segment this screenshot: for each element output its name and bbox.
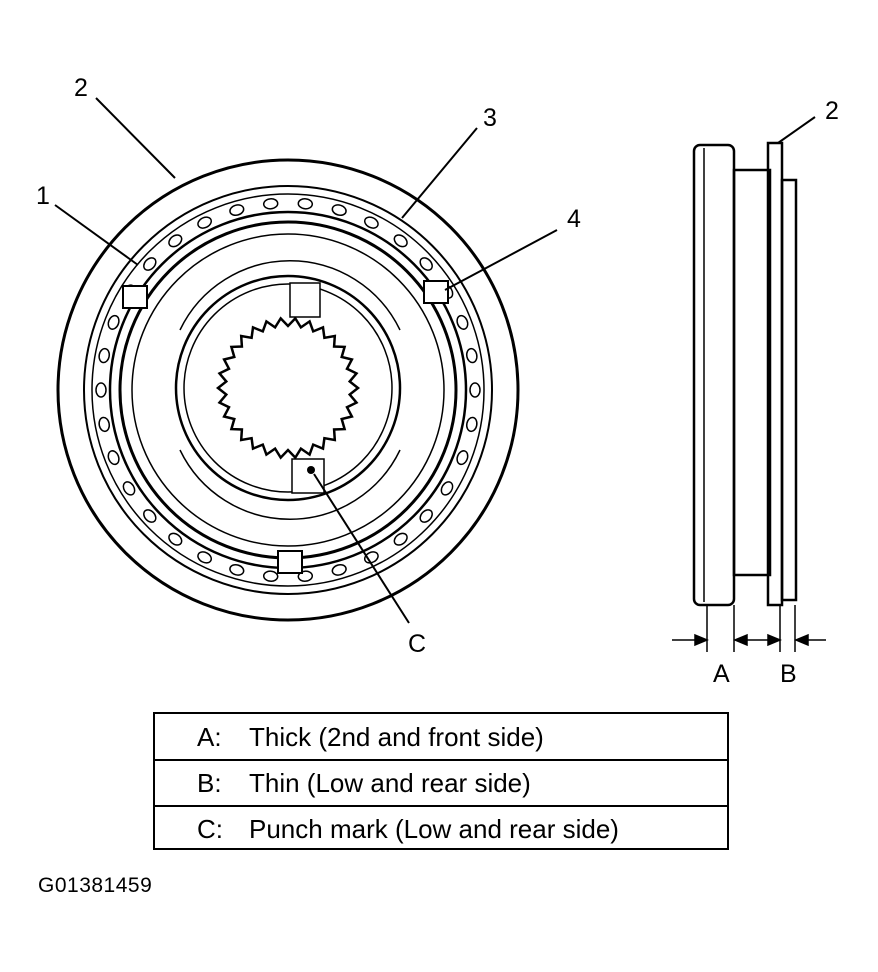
callout-2: 2 bbox=[74, 74, 88, 102]
dim-arrowhead-b-right bbox=[794, 633, 809, 647]
hub-flange-profile bbox=[780, 178, 798, 602]
synchronizer-tooth bbox=[168, 234, 183, 248]
shifting-key bbox=[423, 280, 449, 304]
synchronizer-tooth bbox=[143, 509, 157, 523]
shifting-keys bbox=[122, 280, 449, 574]
legend-row-b: B: Thin (Low and rear side) bbox=[155, 760, 727, 805]
dim-arrowhead-a-left bbox=[694, 633, 709, 647]
synchronizer-tooth bbox=[197, 216, 212, 229]
synchronizer-tooth bbox=[122, 481, 136, 496]
legend-text: Thin (Low and rear side) bbox=[249, 768, 531, 798]
synchronizer-tooth bbox=[107, 450, 120, 466]
leader-lines bbox=[54, 97, 816, 624]
callout-c: C bbox=[408, 630, 426, 658]
synchronizer-tooth bbox=[456, 314, 469, 330]
synchronizer-tooth bbox=[456, 450, 469, 466]
leader-2 bbox=[95, 97, 176, 179]
hub-boss-inner bbox=[183, 283, 393, 493]
legend-divider bbox=[155, 759, 727, 761]
synchronizer-tooth bbox=[95, 382, 107, 398]
leader-c bbox=[313, 473, 410, 624]
leader-4 bbox=[444, 229, 558, 291]
legend-key: A: bbox=[197, 722, 222, 752]
synchronizer-tooth bbox=[465, 347, 478, 364]
hub-profile bbox=[732, 168, 772, 577]
callout-a: A bbox=[713, 660, 730, 688]
synchronizer-tooth bbox=[364, 216, 379, 229]
synchronizer-tooth bbox=[197, 551, 212, 564]
synchronizer-tooth bbox=[364, 551, 379, 564]
legend-key: C: bbox=[197, 814, 223, 844]
synchronizer-tooth bbox=[229, 204, 245, 217]
synchronizer-tooth bbox=[393, 234, 408, 248]
legend-row-a: A: Thick (2nd and front side) bbox=[155, 714, 727, 759]
hub-face-arc bbox=[179, 260, 401, 331]
dim-arrowhead-b-left bbox=[767, 633, 782, 647]
legend-text: Punch mark (Low and rear side) bbox=[249, 814, 619, 844]
legend-table: A: Thick (2nd and front side) B: Thin (L… bbox=[153, 712, 729, 850]
legend-key: B: bbox=[197, 768, 222, 798]
callout-2-side-view: 2 bbox=[825, 97, 839, 125]
callout-3: 3 bbox=[483, 104, 497, 132]
thickness-dimensions bbox=[672, 605, 826, 652]
legend-text: Thick (2nd and front side) bbox=[249, 722, 544, 752]
synchronizer-tooth bbox=[419, 509, 433, 523]
synchronizer-tooth bbox=[262, 198, 279, 210]
figure-code: G01381459 bbox=[38, 874, 153, 897]
shifting-key bbox=[277, 550, 303, 574]
gear-teeth-ring-outer bbox=[91, 193, 485, 587]
synchronizer-tooth bbox=[465, 416, 478, 433]
synchronizer-tooth bbox=[419, 257, 433, 271]
thick-ring-profile bbox=[692, 143, 736, 607]
synchronizer-tooth bbox=[297, 570, 314, 582]
synchronizer-tooth bbox=[98, 347, 111, 364]
synchronizer-side-view bbox=[692, 141, 798, 607]
synchronizer-tooth bbox=[297, 198, 314, 210]
synchronizer-tooth bbox=[469, 382, 481, 398]
callout-1: 1 bbox=[36, 182, 50, 210]
synchronizer-tooth bbox=[440, 481, 454, 496]
synchronizer-tooth bbox=[262, 570, 279, 582]
outer-ring-inner-edge bbox=[83, 185, 493, 595]
legend-row-c: C: Punch mark (Low and rear side) bbox=[155, 806, 727, 851]
punch-mark bbox=[307, 466, 315, 474]
outer-ring bbox=[56, 158, 520, 622]
hub-face-arc-lower bbox=[179, 449, 401, 520]
hub-slot-bottom bbox=[291, 458, 325, 494]
synchronizer-tooth bbox=[331, 204, 347, 217]
hub-slot-top bbox=[289, 282, 321, 318]
leader-2-side bbox=[777, 116, 816, 144]
shifting-key bbox=[122, 285, 148, 309]
synchronizer-tooth bbox=[393, 532, 408, 546]
legend-divider bbox=[155, 805, 727, 807]
hub-boss-outer bbox=[174, 274, 402, 502]
leader-3 bbox=[401, 127, 478, 219]
synchronizer-tooth bbox=[98, 416, 111, 433]
synchronizer-tooth bbox=[143, 257, 157, 271]
dim-arrowhead-a-right bbox=[733, 633, 748, 647]
synchronizer-tooth bbox=[107, 314, 120, 330]
callout-b: B bbox=[780, 660, 797, 688]
synchronizer-tooth bbox=[229, 563, 245, 576]
leader-1 bbox=[54, 204, 139, 266]
internal-spline-bore bbox=[215, 316, 361, 460]
synchronizer-tooth bbox=[168, 532, 183, 546]
hub-sleeve-inner bbox=[131, 233, 445, 547]
synchronizer-tooth bbox=[331, 563, 347, 576]
synchronizer-front-view bbox=[56, 158, 520, 622]
callout-4: 4 bbox=[567, 205, 581, 233]
